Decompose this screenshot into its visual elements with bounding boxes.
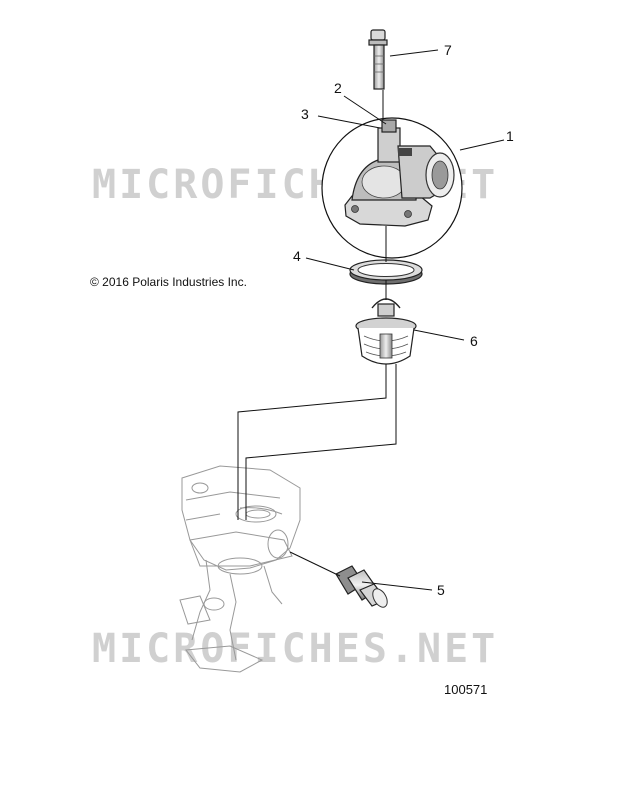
- assembly-lines: [237, 90, 397, 577]
- callout-4: 4: [293, 248, 301, 264]
- callout-leaders: [305, 49, 505, 591]
- copyright-text: © 2016 Polaris Industries Inc.: [90, 275, 247, 289]
- figure-number: 100571: [444, 682, 487, 697]
- callout-5: 5: [437, 582, 445, 598]
- engine-block-outline: [179, 465, 301, 673]
- part-seal-ring: [349, 259, 423, 285]
- callout-1: 1: [506, 128, 514, 144]
- part-thermostat: [355, 298, 417, 365]
- part-temperature-sensor: [335, 565, 388, 608]
- callout-6: 6: [470, 333, 478, 349]
- callout-3: 3: [301, 106, 309, 122]
- part-thermostat-housing: [321, 117, 463, 259]
- callout-2: 2: [334, 80, 342, 96]
- watermark-bottom: MICROFICHES.NET: [92, 626, 498, 672]
- callout-7: 7: [444, 42, 452, 58]
- part-bolt: [368, 29, 388, 90]
